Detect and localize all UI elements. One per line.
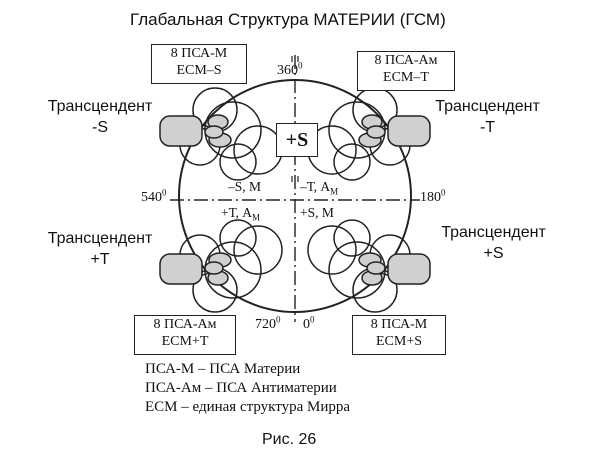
degree-value: 720 [255,317,276,332]
box-line: 8 ПСА-М [170,46,228,61]
quadrant-lower-right: +S, М [300,205,334,220]
transcendent-sign: +S [483,245,504,262]
degree-bottom-right: 00 [303,314,315,333]
degree-value: 180 [420,190,441,205]
legend: ПСА-М – ПСА Материи ПСА-Ам – ПСА Антимат… [145,360,350,417]
degree-sup: 0 [310,314,315,325]
quadrant-upper-left: –S, М [228,179,262,194]
transcendent-bottom-right: Трансцендент +S [426,222,561,264]
legend-line: ПСА-Ам – ПСА Антиматерии [145,380,337,396]
degree-sup: 0 [298,60,303,71]
transcendent-top-left: Трансцендент -S [35,96,165,138]
box-line: ЕСМ–S [176,63,222,78]
page-title: Глабальная Структура МАТЕРИИ (ГСМ) [130,10,446,29]
box-line: ЕСМ+S [375,334,423,349]
figure-caption: Рис. 26 [262,431,317,448]
transcendent-label: Трансцендент [435,98,540,115]
quadrant-upper-right: –Т, АМ [300,179,339,197]
degree-value: 540 [141,190,162,205]
box-line: 8 ПСА-М [370,317,428,332]
degree-sup: 0 [162,187,167,198]
quadrant-text: +Т, А [221,205,253,220]
transcendent-label: Трансцендент [47,98,153,115]
transcendent-sign: +T [90,251,110,268]
degree-value: 360 [277,63,298,78]
box-top-left: 8 ПСА-М ЕСМ–S [151,44,247,84]
quadrant-lower-left: +Т, АМ [221,205,261,223]
degree-value: 0 [303,317,310,332]
transcendent-top-right: Трансцендент -T [420,96,555,138]
degree-top: 3600 [277,60,303,79]
degree-sup: 0 [276,314,281,325]
degree-bottom-left: 7200 [255,314,281,333]
degree-sup: 0 [441,187,446,198]
quadrant-subscript: М [252,212,261,223]
cluster-upper-left [159,87,283,181]
box-bottom-left: 8 ПСА-Ам ЕСМ+Т [134,315,236,355]
cluster-lower-left [159,219,283,313]
center-box: +S [276,123,318,157]
transcendent-sign: -S [92,119,108,136]
transcendent-sign: -T [479,119,496,136]
transcendent-label: Трансцендент [441,224,546,241]
quadrant-text: –Т, А [300,179,331,194]
transcendent-label: Трансцендент [47,230,153,247]
cluster-lower-right [307,219,431,313]
box-line: ЕСМ+Т [161,334,209,349]
legend-line: ЕСМ – единая структура Мирра [145,399,351,415]
box-bottom-right: 8 ПСА-М ЕСМ+S [352,315,446,355]
box-line: 8 ПСА-Ам [374,53,438,68]
box-line: ЕСМ–Т [383,70,429,85]
degree-right: 1800 [420,187,446,206]
degree-left: 5400 [141,187,167,206]
quadrant-subscript: М [330,186,339,197]
cluster-upper-right [307,87,431,181]
box-line: 8 ПСА-Ам [153,317,217,332]
box-top-right: 8 ПСА-Ам ЕСМ–Т [357,51,455,91]
transcendent-bottom-left: Трансцендент +T [35,228,165,270]
legend-line: ПСА-М – ПСА Материи [145,361,301,377]
